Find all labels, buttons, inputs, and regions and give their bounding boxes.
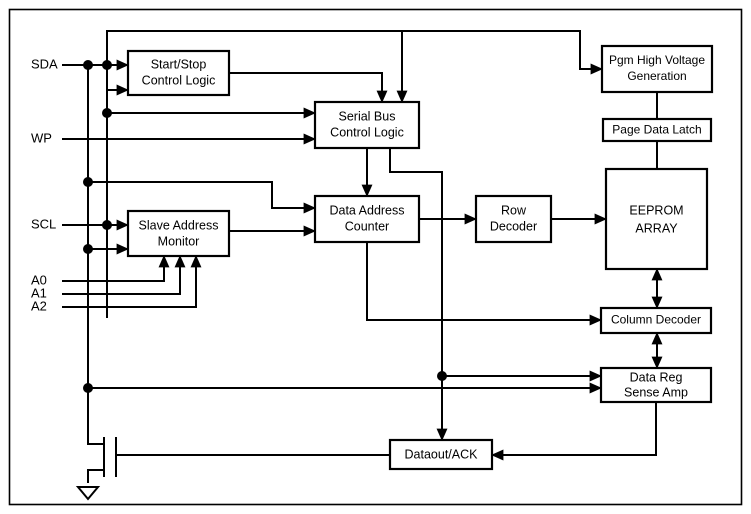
block-label-line: Sense Amp bbox=[624, 385, 688, 399]
pin-label-a1: A1 bbox=[31, 285, 47, 300]
block-layer: Start/Stop Control Logic Slave Address M… bbox=[126, 44, 714, 471]
block-slave-address-monitor[interactable]: Slave Address Monitor bbox=[126, 209, 231, 258]
junction-sda-bus-249 bbox=[83, 244, 93, 254]
junction-sda-bus-182 bbox=[83, 177, 93, 187]
wire-sda-top-feed bbox=[106, 30, 408, 103]
wire-startstop-to-serialbus bbox=[229, 72, 388, 103]
block-label-line: Start/Stop bbox=[151, 57, 207, 71]
block-label-line: Monitor bbox=[158, 234, 200, 248]
block-data-address-counter[interactable]: Data Address Counter bbox=[313, 194, 421, 244]
block-serial-bus-control-logic[interactable]: Serial Bus Control Logic bbox=[313, 100, 421, 150]
ground-triangle bbox=[75, 486, 101, 501]
block-label-line: ARRAY bbox=[635, 221, 678, 235]
block-column-decoder[interactable]: Column Decoder bbox=[599, 306, 713, 335]
block-label-line: Data Reg bbox=[630, 370, 683, 384]
wire-top-to-pgmhv bbox=[402, 30, 603, 75]
block-label-line: Control Logic bbox=[142, 73, 216, 87]
junction-sda-bus-top bbox=[83, 60, 93, 70]
wire-transistor-source bbox=[87, 469, 104, 483]
wire-serialbus-to-controlbus bbox=[389, 148, 448, 441]
block-label-line: Slave Address bbox=[139, 218, 219, 232]
wire-sda-to-transistor-drain bbox=[87, 388, 104, 445]
block-label-line: Page Data Latch bbox=[612, 123, 701, 137]
junction-controlbus-376 bbox=[437, 371, 447, 381]
wire-a0 bbox=[62, 255, 170, 282]
block-label-line: EEPROM bbox=[629, 203, 683, 217]
block-pgm-high-voltage-generation[interactable]: Pgm High Voltage Generation bbox=[600, 44, 714, 94]
junction-bus-serialbus-upper bbox=[102, 108, 112, 118]
block-dataout-ack[interactable]: Dataout/ACK bbox=[388, 438, 494, 471]
block-label-line: Counter bbox=[345, 219, 389, 233]
block-label-line: Serial Bus bbox=[339, 109, 396, 123]
block-label-line: Column Decoder bbox=[611, 313, 701, 327]
wire-a2 bbox=[62, 255, 202, 308]
wire-datareg-to-dataout bbox=[491, 402, 657, 461]
block-row-decoder[interactable]: Row Decoder bbox=[474, 194, 553, 244]
wire-a1 bbox=[62, 255, 186, 295]
block-label-line: Row bbox=[501, 203, 527, 217]
block-start-stop-control-logic[interactable]: Start/Stop Control Logic bbox=[126, 49, 231, 97]
block-label-line: Pgm High Voltage bbox=[609, 53, 705, 67]
pin-label-wp: WP bbox=[31, 130, 52, 145]
pin-label-a0: A0 bbox=[31, 272, 47, 287]
block-data-reg-sense-amp[interactable]: Data Reg Sense Amp bbox=[599, 366, 713, 404]
pin-label-sda: SDA bbox=[31, 56, 58, 71]
block-label-line: Generation bbox=[627, 69, 686, 83]
block-label-line: Control Logic bbox=[330, 125, 404, 139]
diagram-border bbox=[8, 8, 743, 506]
junction-sda-tap-top bbox=[102, 60, 112, 70]
block-page-data-latch[interactable]: Page Data Latch bbox=[601, 117, 713, 143]
wire-sda-to-dataaddr bbox=[88, 181, 316, 214]
block-eeprom-array[interactable]: EEPROM ARRAY bbox=[604, 167, 709, 271]
block-label-line: Dataout/ACK bbox=[405, 447, 479, 461]
junction-scl-tap bbox=[102, 220, 112, 230]
block-label-line: Data Address bbox=[329, 203, 404, 217]
block-label-line: Decoder bbox=[490, 219, 537, 233]
wire-dataaddr-to-columndecoder bbox=[366, 242, 602, 326]
pin-label-layer: SDA WP SCL A0 A1 A2 bbox=[31, 56, 58, 313]
pin-label-a2: A2 bbox=[31, 298, 47, 313]
junction-sda-bus-388 bbox=[83, 383, 93, 393]
pin-label-scl: SCL bbox=[31, 216, 56, 231]
junction-layer bbox=[83, 60, 447, 393]
